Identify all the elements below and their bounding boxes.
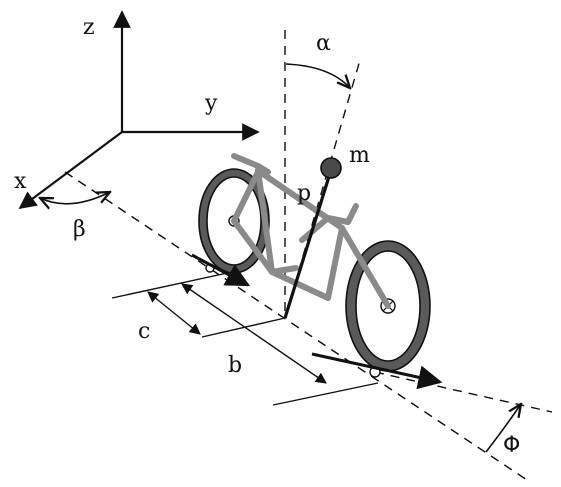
beta-label: β [73,217,86,242]
y-axis-label: y [204,91,218,116]
alpha-arc [285,63,350,88]
mass-label: m [349,143,370,168]
saddle [231,153,271,175]
phi-arc [485,404,521,453]
z-axis-label: z [83,15,95,40]
angle-arcs [40,63,521,453]
x-axis [18,131,123,210]
mass-point [320,157,342,179]
rear-stay [231,169,261,224]
dimension-b [181,283,327,384]
dashed-reference-lines [64,30,553,483]
dimension-lines [111,271,379,406]
dimension-c [147,291,201,335]
seat-tube [255,167,275,275]
extension-line-rear [111,271,233,299]
extension-line-mid [201,317,286,338]
front-contact [311,352,443,390]
bicycle-frame [231,153,391,309]
crank [269,265,299,275]
rod-length-label: p [297,181,311,206]
rear-contact [191,253,251,287]
extension-line-front [272,382,379,406]
steer-reference-line [374,371,553,413]
chain-stay [231,218,275,275]
down-tube [269,225,345,301]
handlebar [299,203,359,243]
beta-arc [40,192,110,204]
fork [339,225,391,309]
x-axis-label: x [14,169,27,194]
phi-label: Φ [503,433,520,458]
alpha-label: α [316,31,331,56]
rear-heading-arrow [191,253,251,287]
front-heading-arrow [311,352,443,390]
dim-b-label: b [228,353,242,378]
coordinate-axes [18,10,260,210]
lean-axis-line [284,59,361,319]
ground-heading-line [64,171,531,483]
dim-c-label: c [138,319,150,344]
